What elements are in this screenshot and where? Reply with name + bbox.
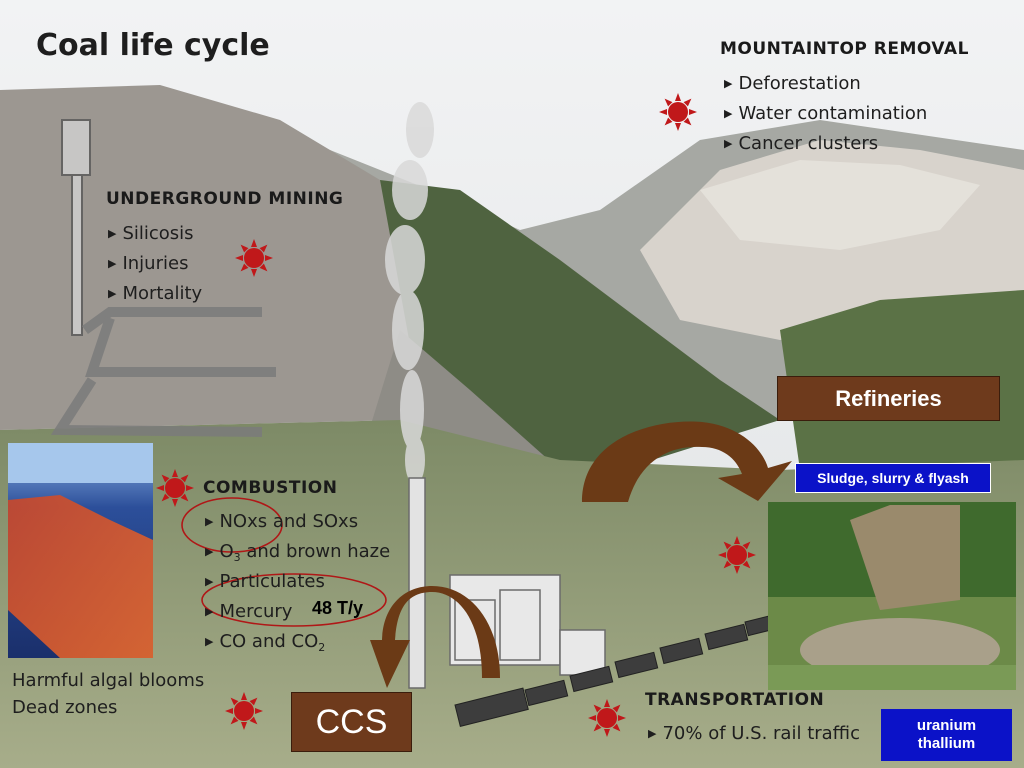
list-item: O3 and brown haze — [205, 538, 390, 568]
mercury-amount: 48 T/y — [312, 598, 364, 618]
mountaintop-heading: MOUNTAINTOP REMOVAL — [720, 39, 969, 59]
mountaintop-list: Deforestation Water contamination Cancer… — [724, 70, 927, 160]
list-item: Water contamination — [724, 100, 927, 130]
curved-arrow-icon — [582, 421, 792, 502]
hazard-sun-icon — [588, 699, 626, 737]
uranium-thallium-box: uranium thallium — [881, 709, 1012, 761]
hazard-sun-icon — [156, 469, 194, 507]
o3-text: and brown haze — [240, 541, 391, 562]
underground-list: Silicosis Injuries Mortality — [108, 220, 202, 310]
hazard-sun-icon — [659, 93, 697, 131]
list-item: Injuries — [108, 250, 202, 280]
transportation-heading: TRANSPORTATION — [645, 690, 825, 710]
list-item: Mercury — [205, 598, 390, 628]
list-item: CO and CO2 — [205, 628, 390, 658]
algal-line: Harmful algal blooms — [12, 670, 205, 691]
ccs-box: CCS — [291, 692, 412, 752]
list-item: NOxs and SOxs — [205, 508, 390, 538]
hazard-sun-icon — [235, 239, 273, 277]
list-item: Cancer clusters — [724, 130, 927, 160]
transportation-list: 70% of U.S. rail traffic — [648, 720, 860, 750]
combustion-heading: COMBUSTION — [203, 478, 338, 498]
nox-text: NO — [219, 511, 248, 532]
list-item: Mortality — [108, 280, 202, 310]
dead-zones-line: Dead zones — [12, 697, 118, 718]
uranium-label: uranium — [916, 717, 977, 734]
hazard-sun-icon — [718, 536, 756, 574]
curved-arrow-icon — [370, 586, 500, 688]
list-item: Particulates — [205, 568, 390, 598]
combustion-list: NOxs and SOxs O3 and brown haze Particul… — [205, 508, 390, 658]
thallium-label: thallium — [917, 735, 976, 752]
o3-text: O — [219, 541, 234, 562]
list-item: Deforestation — [724, 70, 927, 100]
co2-subscript: 2 — [318, 641, 326, 654]
algal-blooms-text: Harmful algal blooms Dead zones — [12, 667, 204, 721]
sludge-box: Sludge, slurry & flyash — [795, 463, 991, 493]
list-item: 70% of U.S. rail traffic — [648, 720, 860, 750]
refineries-box: Refineries — [777, 376, 1000, 421]
nox-text: xs — [338, 511, 359, 532]
hazard-sun-icon — [225, 692, 263, 730]
o3-subscript: 3 — [233, 551, 241, 564]
slide-title: Coal life cycle — [36, 28, 270, 63]
list-item: Silicosis — [108, 220, 202, 250]
co-text: CO and CO — [219, 631, 319, 652]
underground-heading: UNDERGROUND MINING — [106, 189, 344, 209]
nox-text: xs and SO — [247, 511, 339, 532]
